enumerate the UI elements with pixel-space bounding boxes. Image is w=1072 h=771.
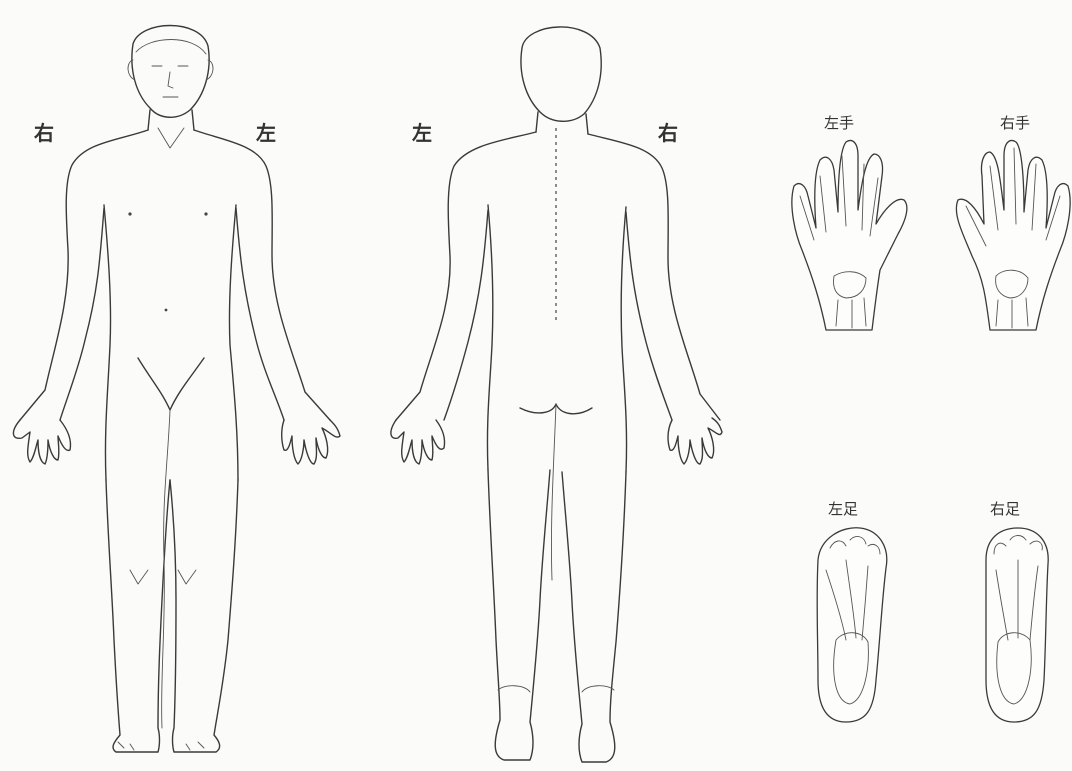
left-foot-label: 左足: [828, 500, 858, 518]
back-right-label: 右: [658, 121, 678, 145]
front-right-label: 右: [34, 121, 54, 145]
right-foot-label: 右足: [990, 500, 1020, 518]
back-left-label: 左: [412, 121, 432, 145]
front-left-label: 左: [256, 121, 276, 145]
right-foot-diagram: [986, 528, 1048, 722]
right-hand-label: 右手: [1000, 114, 1030, 132]
front-body-figure: [13, 26, 340, 753]
left-hand-diagram: [792, 141, 907, 330]
left-foot-diagram: [817, 528, 887, 722]
left-hand-label: 左手: [824, 114, 854, 132]
right-hand-diagram: [956, 141, 1070, 330]
